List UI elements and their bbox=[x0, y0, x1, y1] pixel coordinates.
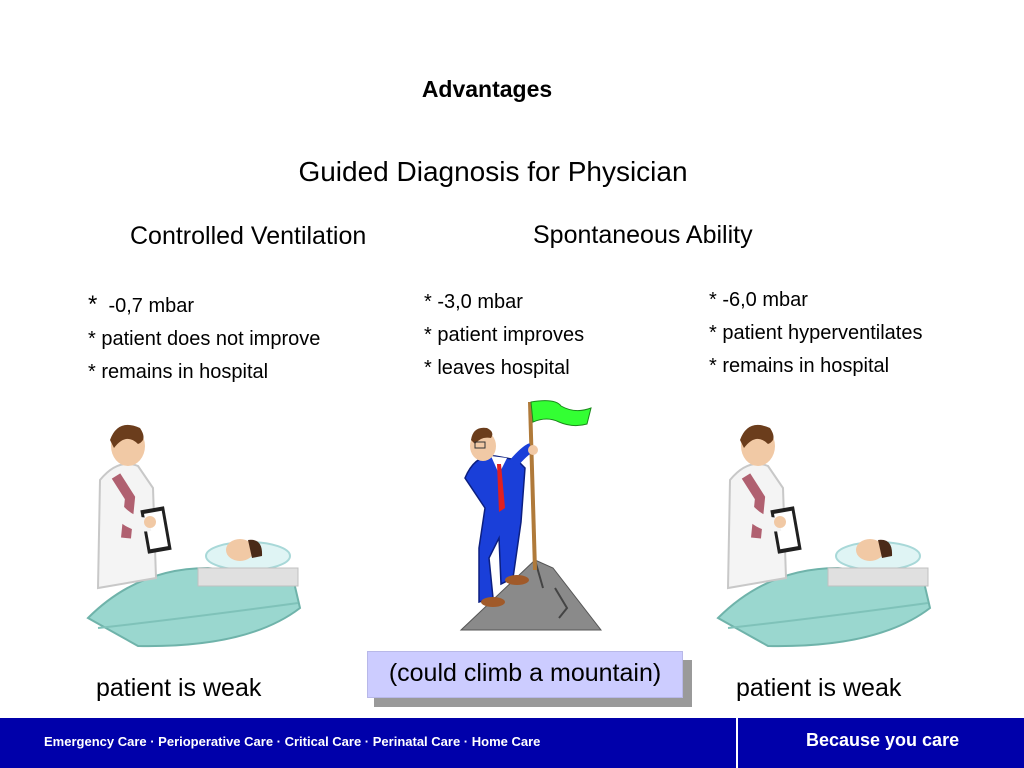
bullet-list-right: * -6,0 mbar * patient hyperventilates * … bbox=[709, 284, 922, 383]
mountain-climber-illustration bbox=[459, 400, 603, 631]
bullet-item: * -6,0 mbar bbox=[709, 289, 808, 311]
callout-box: (could climb a mountain) bbox=[367, 651, 683, 698]
heading-spontaneous-ability: Spontaneous Ability bbox=[533, 221, 753, 249]
footer-care-areas: Emergency Care · Perioperative Care · Cr… bbox=[44, 734, 541, 749]
bullet-item: * remains in hospital bbox=[88, 361, 269, 383]
doctor-patient-illustration bbox=[86, 424, 302, 648]
bullet-text: -0,7 mbar bbox=[108, 295, 195, 317]
footer-slogan: Because you care bbox=[806, 730, 960, 750]
slide-title: Advantages bbox=[421, 76, 553, 102]
bullet-list-left: * -0,7 mbar * patient does not improve *… bbox=[88, 288, 320, 389]
bullet-item: * leaves hospital bbox=[424, 357, 570, 379]
bullet-item: * patient improves bbox=[424, 324, 585, 346]
bullet-star: * bbox=[88, 291, 98, 318]
heading-controlled-ventilation: Controlled Ventilation bbox=[130, 222, 367, 250]
caption-left: patient is weak bbox=[96, 674, 262, 702]
doctor-patient-illustration bbox=[716, 424, 932, 648]
bullet-list-middle: * -3,0 mbar * patient improves * leaves … bbox=[424, 286, 584, 385]
bullet-item: * -0,7 mbar bbox=[88, 288, 320, 323]
caption-right: patient is weak bbox=[736, 674, 902, 702]
bullet-item: * patient hyperventilates bbox=[709, 322, 923, 344]
slide-subtitle: Guided Diagnosis for Physician bbox=[298, 156, 688, 187]
footer-divider bbox=[736, 718, 738, 768]
bullet-item: * remains in hospital bbox=[709, 355, 890, 377]
bullet-item: * patient does not improve bbox=[88, 328, 321, 350]
footer-bar bbox=[0, 718, 1024, 768]
bullet-item: * -3,0 mbar bbox=[424, 291, 523, 313]
